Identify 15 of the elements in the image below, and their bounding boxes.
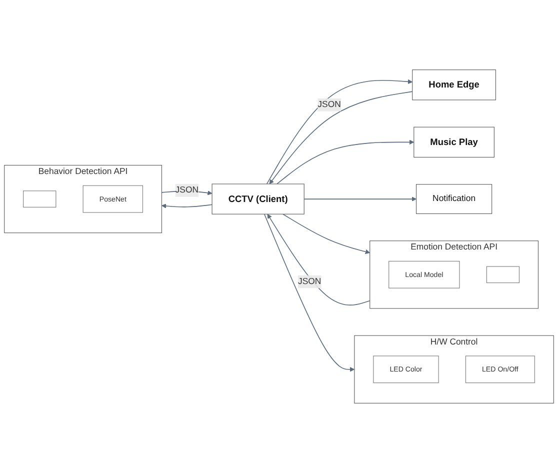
arrow: [264, 214, 355, 372]
arrow: [162, 204, 212, 208]
node-box: [486, 266, 520, 284]
edge-label: JSON: [318, 100, 341, 110]
node-box: Notification: [416, 184, 492, 214]
node-box: Home Edge: [412, 70, 496, 100]
arrow: [304, 196, 416, 202]
node-box: CCTV (Client): [212, 184, 304, 214]
arrow: [276, 140, 414, 184]
edge-label: JSON: [298, 276, 322, 286]
node-box: [23, 190, 56, 208]
arrow: [282, 214, 370, 254]
arrow: [267, 214, 370, 306]
node-box: Music Play: [414, 126, 494, 158]
edge-label: JSON: [175, 185, 198, 195]
